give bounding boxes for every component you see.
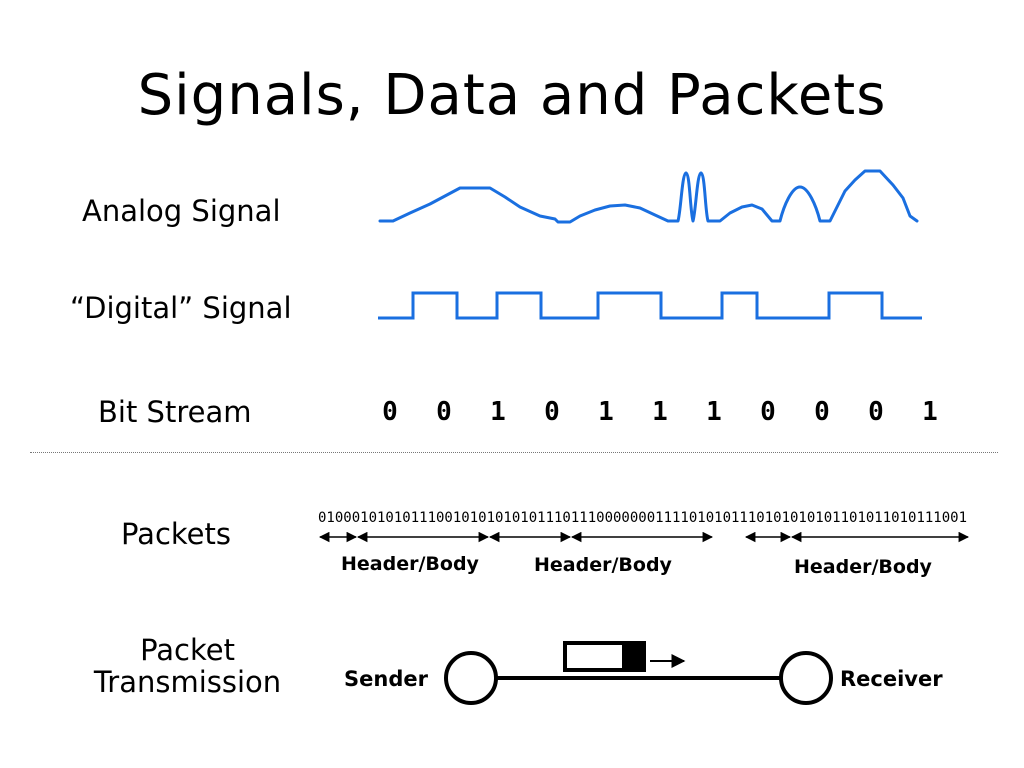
bit-2: 1 (490, 397, 506, 427)
packet-bit-string: 0100010101011100101010101011101110000000… (318, 510, 968, 526)
bit-0: 0 (382, 397, 398, 427)
bit-3: 0 (544, 397, 560, 427)
analog-waveform (378, 169, 919, 224)
packet-header-block (622, 643, 644, 670)
packets-label: Packets (121, 517, 231, 551)
segment-label-3: Header/Body (794, 556, 932, 578)
bit-stream-label: Bit Stream (98, 395, 252, 429)
digital-waveform (378, 291, 922, 320)
analog-signal-label: Analog Signal (82, 194, 281, 228)
bit-8: 0 (814, 397, 830, 427)
receiver-node (779, 651, 833, 705)
section-divider (30, 452, 998, 453)
bit-4: 1 (598, 397, 614, 427)
bit-6: 1 (706, 397, 722, 427)
slide-title: Signals, Data and Packets (137, 63, 887, 128)
bit-9: 0 (868, 397, 884, 427)
sender-node (444, 651, 498, 705)
sender-label: Sender (344, 667, 428, 691)
bit-7: 0 (760, 397, 776, 427)
packet-transmission-label: Packet Transmission (70, 634, 305, 698)
packet-transmission-line1: Packet (140, 633, 235, 667)
bit-10: 1 (922, 397, 938, 427)
bit-1: 0 (436, 397, 452, 427)
packet-transmission-line2: Transmission (93, 665, 282, 699)
bit-5: 1 (652, 397, 668, 427)
receiver-label: Receiver (840, 667, 943, 691)
segment-label-1: Header/Body (341, 553, 479, 575)
digital-signal-label: “Digital” Signal (70, 291, 292, 325)
segment-label-2: Header/Body (534, 554, 672, 576)
